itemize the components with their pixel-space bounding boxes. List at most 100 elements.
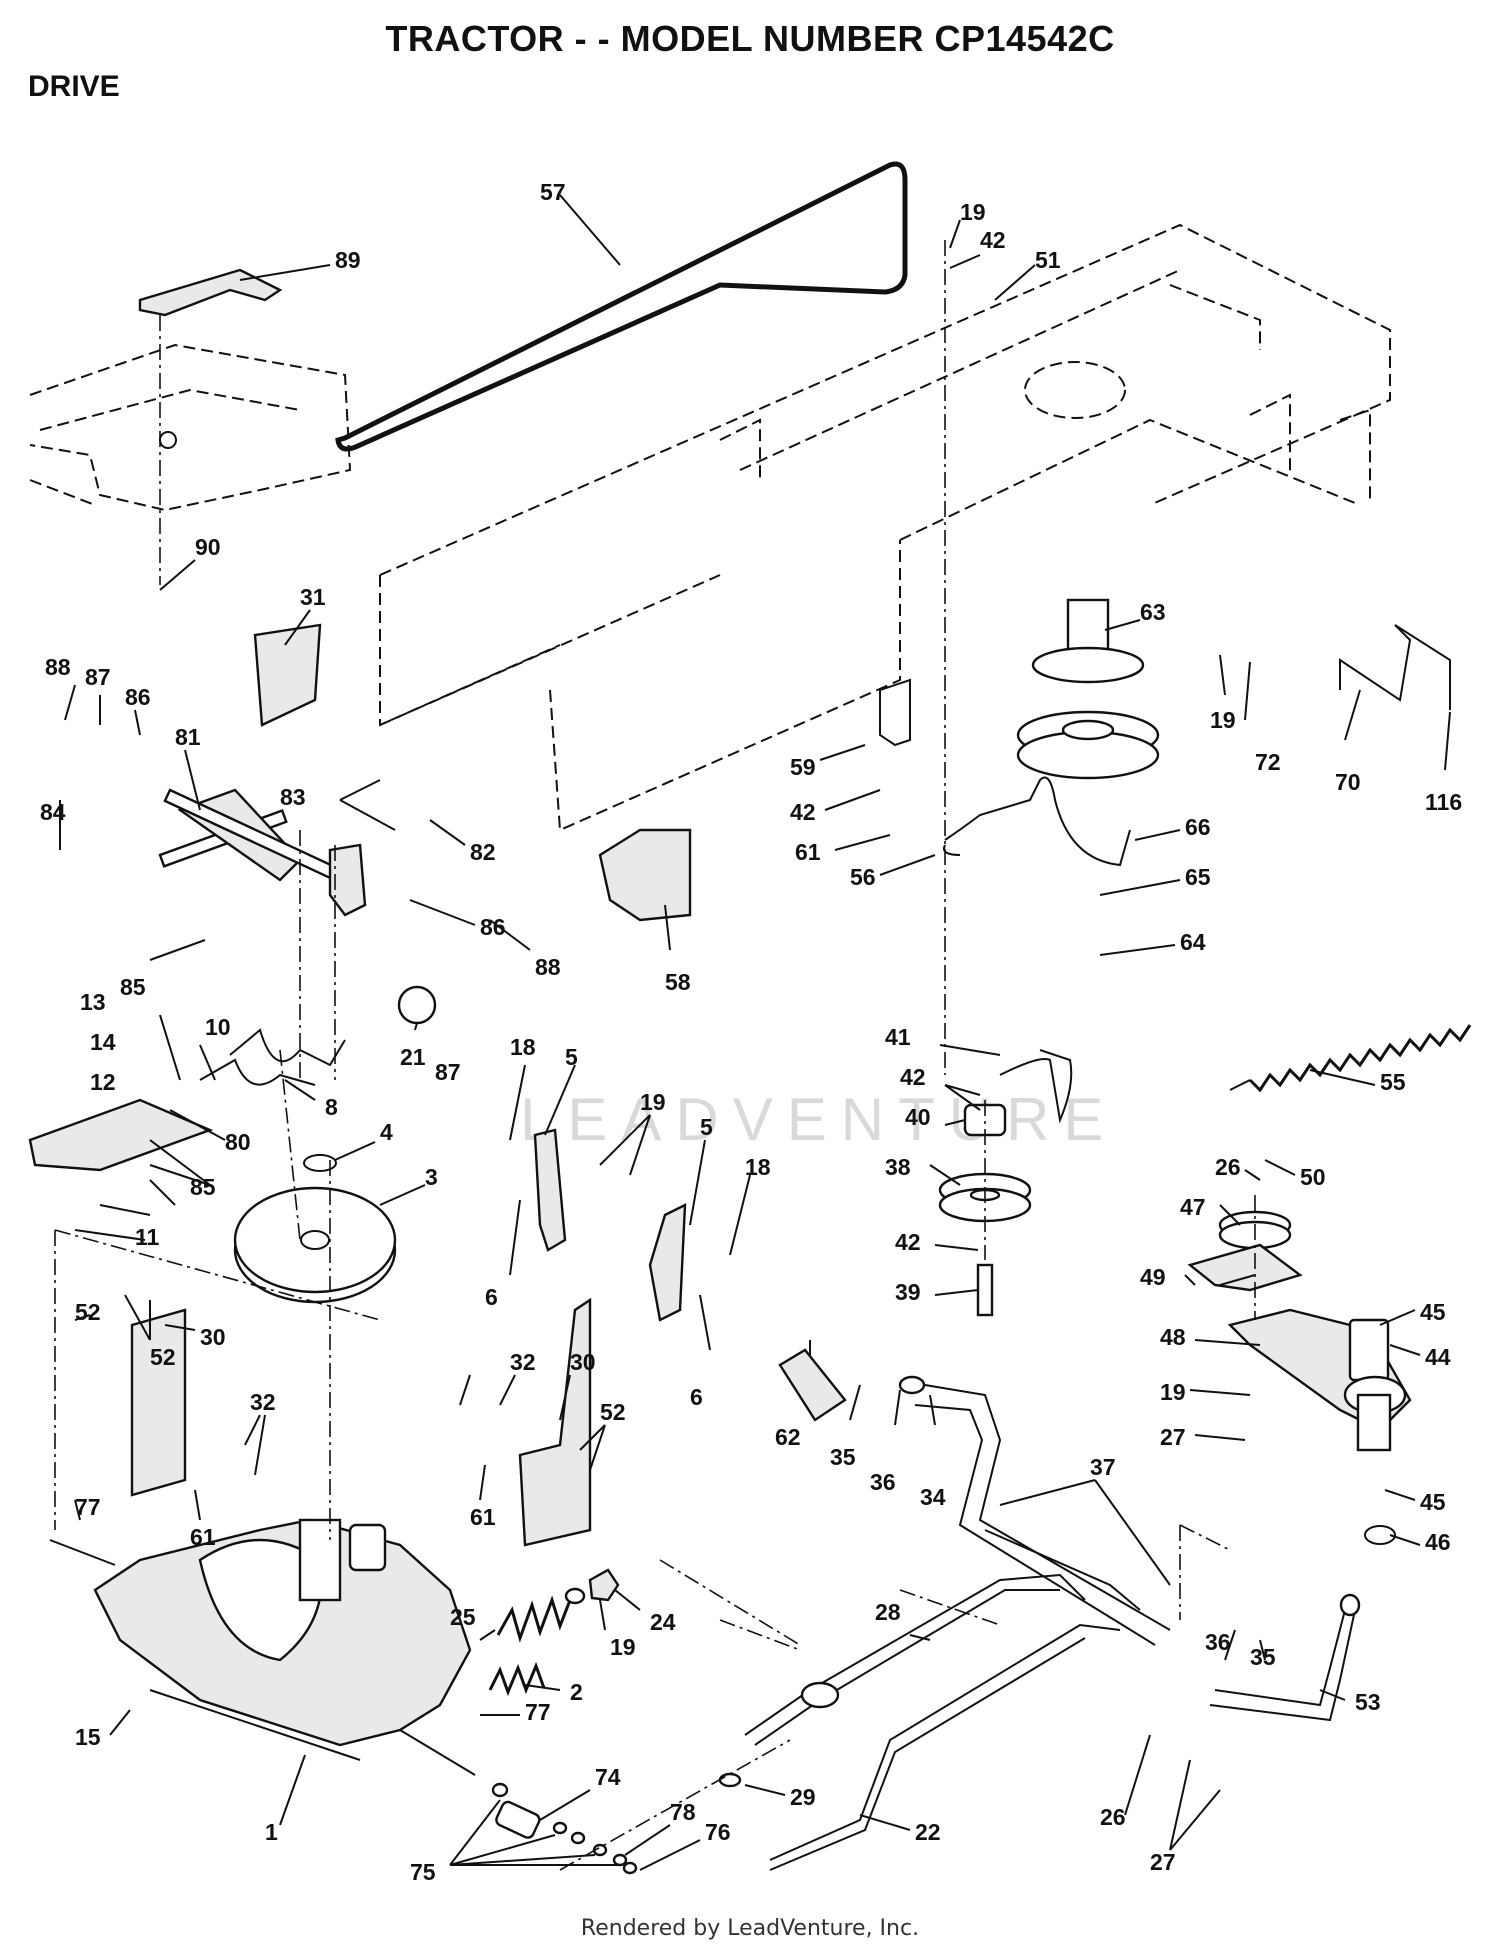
callout-90: 90 — [195, 534, 221, 560]
callout-19: 19 — [640, 1089, 666, 1115]
callout-5: 5 — [565, 1044, 578, 1070]
callout-24: 24 — [650, 1609, 676, 1635]
callout-55: 55 — [1380, 1069, 1406, 1095]
callout-87: 87 — [85, 664, 111, 690]
callout-26: 26 — [1215, 1154, 1241, 1180]
callout-28: 28 — [875, 1599, 901, 1625]
transaxle — [49, 1518, 476, 1776]
callout-42: 42 — [980, 227, 1006, 253]
callout-36: 36 — [1205, 1629, 1231, 1655]
return-spring — [488, 1661, 546, 1697]
axle-hardware — [491, 1782, 638, 1875]
callout-64: 64 — [1180, 929, 1206, 955]
extension-spring — [1248, 1024, 1472, 1093]
callout-52: 52 — [150, 1344, 176, 1370]
callout-10: 10 — [205, 1014, 231, 1040]
callout-42: 42 — [895, 1229, 921, 1255]
callout-86: 86 — [125, 684, 151, 710]
callout-19: 19 — [960, 199, 986, 225]
callout-82: 82 — [470, 839, 496, 865]
callout-29: 29 — [790, 1784, 816, 1810]
spacer-24 — [588, 1568, 620, 1602]
callout-81: 81 — [175, 724, 201, 750]
mounting-bracket-right — [648, 1203, 687, 1322]
callout-19: 19 — [1160, 1379, 1186, 1405]
callout-30: 30 — [570, 1349, 596, 1375]
brake-pedal-shaft — [778, 1348, 1171, 1646]
callout-77: 77 — [75, 1494, 101, 1520]
callout-88: 88 — [45, 654, 71, 680]
shift-lever-linkage — [28, 788, 437, 1172]
callout-85: 85 — [120, 974, 146, 1000]
callout-53: 53 — [1355, 1689, 1381, 1715]
callout-76: 76 — [705, 1819, 731, 1845]
callout-70: 70 — [1335, 769, 1361, 795]
callout-14: 14 — [90, 1029, 116, 1055]
callout-61: 61 — [795, 839, 821, 865]
callout-12: 12 — [90, 1069, 116, 1095]
callout-80: 80 — [225, 1129, 251, 1155]
callout-1: 1 — [265, 1819, 278, 1845]
mounting-bracket-left — [533, 1128, 567, 1252]
callout-66: 66 — [1185, 814, 1211, 840]
callout-37: 37 — [1090, 1454, 1116, 1480]
callout-85: 85 — [190, 1174, 216, 1200]
callout-36: 36 — [870, 1469, 896, 1495]
belt-keeper — [879, 678, 911, 747]
engine-pulley-assembly — [1016, 598, 1160, 780]
transaxle-bracket-left — [130, 1308, 187, 1497]
callout-51: 51 — [1035, 247, 1061, 273]
drive-belt — [335, 161, 908, 452]
section-heading: DRIVE — [28, 70, 120, 103]
idler-bolt — [976, 1263, 994, 1317]
belt-guide-bracket — [598, 828, 692, 922]
callout-5: 5 — [700, 1114, 713, 1140]
callout-59: 59 — [790, 754, 816, 780]
compression-spring — [496, 1594, 574, 1643]
callout-65: 65 — [1185, 864, 1211, 890]
callout-13: 13 — [80, 989, 106, 1015]
callout-50: 50 — [1300, 1164, 1326, 1190]
callout-38: 38 — [885, 1154, 911, 1180]
callout-72: 72 — [1255, 749, 1281, 775]
clutch-rod — [744, 1573, 1086, 1736]
callout-45: 45 — [1420, 1299, 1446, 1325]
callout-77: 77 — [525, 1699, 551, 1725]
callout-42: 42 — [790, 799, 816, 825]
callout-116: 116 — [1425, 789, 1462, 815]
callout-labels: 57 89 19 42 51 90 31 63 19 72 70 116 88 … — [40, 179, 1462, 1885]
tractor-frame — [379, 223, 1391, 832]
callout-74: 74 — [595, 1764, 621, 1790]
callout-11: 11 — [135, 1224, 160, 1250]
callout-6: 6 — [485, 1284, 498, 1310]
wire-spring-link — [1339, 624, 1451, 710]
callout-57: 57 — [540, 179, 566, 205]
page-title: TRACTOR - - MODEL NUMBER CP14542C — [385, 18, 1115, 59]
callout-19: 19 — [610, 1634, 636, 1660]
callout-56: 56 — [850, 864, 876, 890]
callout-8: 8 — [325, 1094, 338, 1120]
idler-arm-assembly — [1187, 1210, 1412, 1545]
callout-32: 32 — [510, 1349, 536, 1375]
leader-lines — [59, 194, 1451, 1871]
wire-belt-guide-lower — [999, 1049, 1073, 1124]
callout-49: 49 — [1140, 1264, 1166, 1290]
callout-52: 52 — [75, 1299, 101, 1325]
callout-32: 32 — [250, 1389, 276, 1415]
callout-44: 44 — [1425, 1344, 1451, 1370]
shift-plate — [138, 268, 283, 317]
callout-18: 18 — [745, 1154, 771, 1180]
transaxle-bracket-right — [518, 1297, 592, 1547]
callout-83: 83 — [280, 784, 306, 810]
callout-52: 52 — [600, 1399, 626, 1425]
fender-outline — [29, 343, 352, 512]
callout-42: 42 — [900, 1064, 926, 1090]
callout-62: 62 — [775, 1424, 801, 1450]
callout-27: 27 — [1150, 1849, 1176, 1875]
callout-18: 18 — [510, 1034, 536, 1060]
callout-31: 31 — [300, 584, 326, 610]
callout-25: 25 — [450, 1604, 476, 1630]
assembly-centerlines — [54, 240, 1256, 1871]
callout-48: 48 — [1160, 1324, 1186, 1350]
callout-61: 61 — [470, 1504, 496, 1530]
